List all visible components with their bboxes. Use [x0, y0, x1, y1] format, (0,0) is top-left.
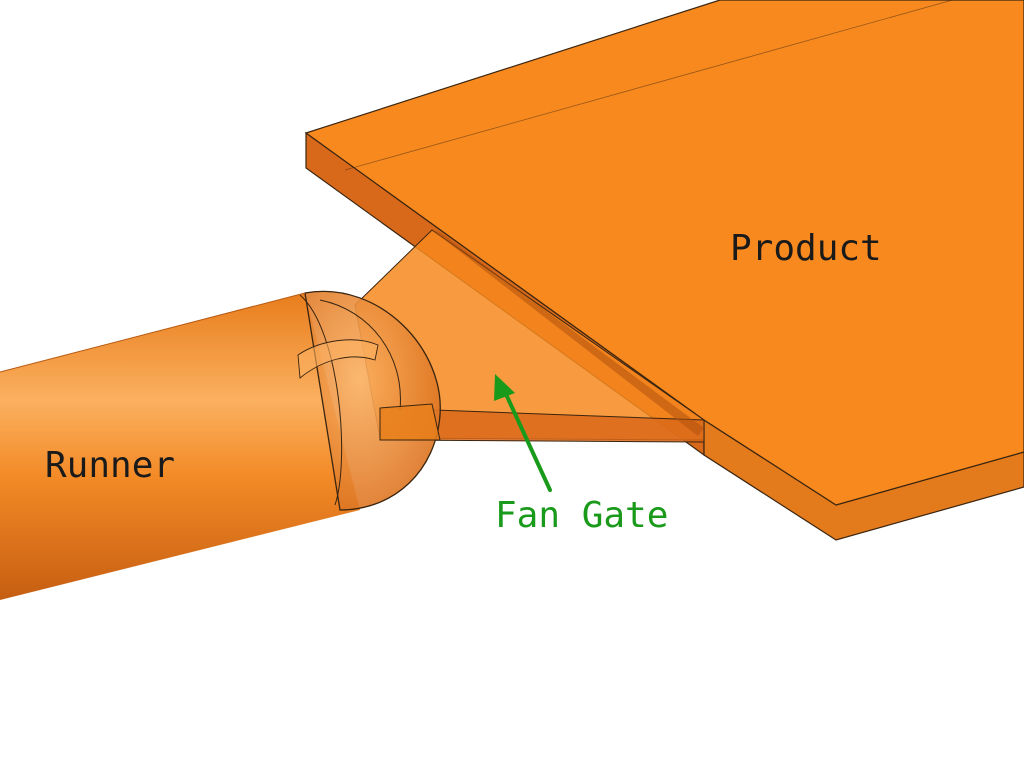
runner-cap-inner-curve: [319, 299, 401, 411]
fan-gate-inner-shadow: [432, 230, 704, 436]
runner-top-edge: [0, 292, 306, 373]
fan-gate-arrow-shaft: [503, 390, 552, 492]
fan-gate-shape: [354, 229, 705, 443]
runner-body: [0, 293, 360, 600]
runner-cap-seam: [299, 294, 343, 506]
runner-cylinder: [0, 290, 441, 600]
fan-gate-pointer: [494, 374, 552, 492]
product-label: Product: [730, 228, 882, 269]
fan-gate-label: Fan Gate: [495, 495, 668, 536]
product-far-edge: [344, 0, 955, 171]
runner-cap-detail: [297, 339, 379, 379]
fan-gate-arrow-head: [494, 374, 515, 401]
fan-gate-tip: [379, 403, 441, 441]
runner-label: Runner: [45, 445, 175, 486]
